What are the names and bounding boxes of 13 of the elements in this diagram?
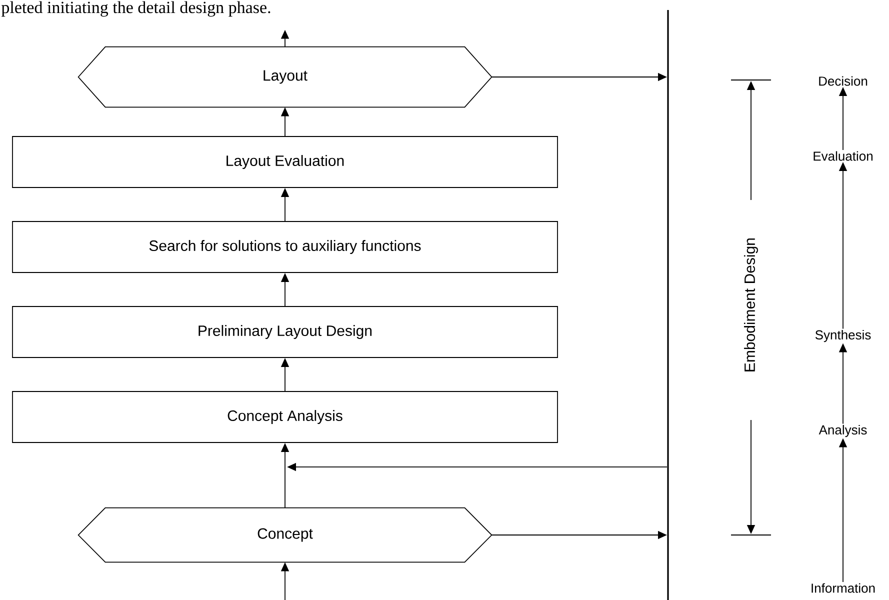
step-label: Evaluation	[814, 151, 872, 161]
dimension-label: Embodiment Design	[744, 238, 758, 372]
hexagon-box: Concept	[78, 507, 492, 563]
step-label: Information	[812, 583, 875, 593]
hexagon-box: Layout	[78, 46, 492, 108]
heading-text: pleted initiating the detail design phase.	[1, 1, 270, 17]
process-box: Concept Analysis	[12, 391, 558, 443]
step-label: Analysis	[818, 424, 867, 438]
process-box: Layout Evaluation	[12, 136, 558, 188]
step-label: Synthesis	[815, 330, 871, 342]
process-box: Search for solutions to auxiliary functions	[12, 221, 558, 273]
step-label: Decision	[819, 76, 868, 86]
process-box: Preliminary Layout Design	[12, 306, 558, 358]
